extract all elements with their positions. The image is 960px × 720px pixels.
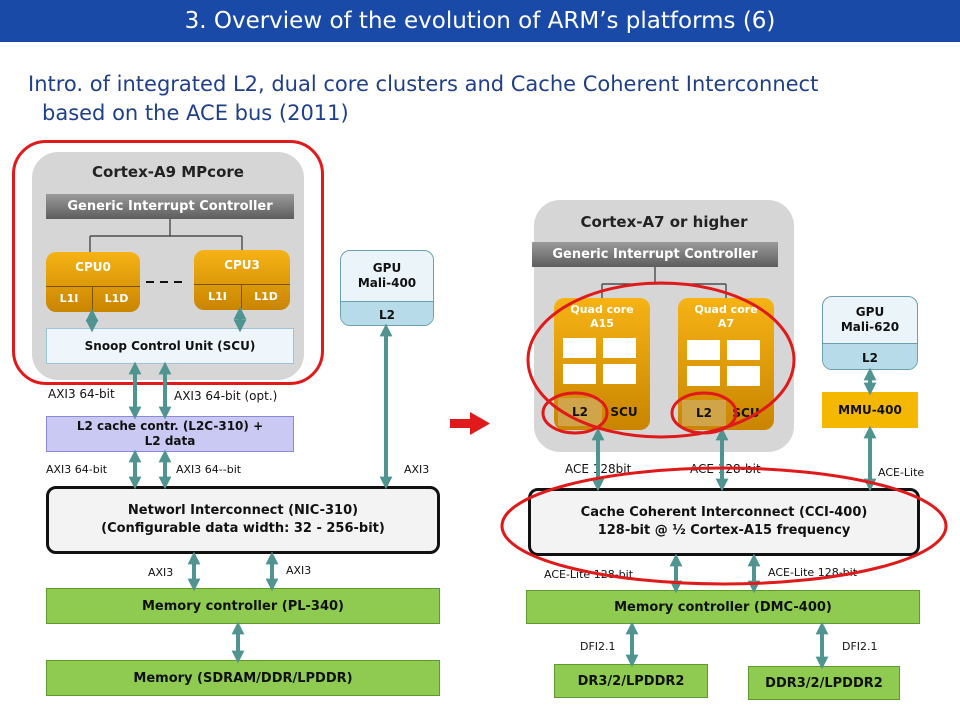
bus-arrows bbox=[85, 306, 877, 670]
label-axi3-64bit-opt: AXI3 64-bit (opt.) bbox=[174, 389, 278, 403]
generic-interrupt-controller-right: Generic Interrupt Controller bbox=[532, 242, 778, 267]
a7-label: Quad core A7 bbox=[678, 300, 774, 334]
a15-label-line-2: A15 bbox=[590, 317, 614, 330]
a7-core-cell bbox=[687, 366, 720, 386]
gpu-mali-400-model: Mali-400 bbox=[357, 276, 417, 290]
intro-line-2: based on the ACE bus (2011) bbox=[42, 101, 349, 125]
intro-text: Intro. of integrated L2, dual core clust… bbox=[28, 70, 948, 128]
a7-label-line-1: Quad core bbox=[694, 303, 758, 316]
label-axi3-64bit-b: AXI3 64-bit bbox=[46, 463, 108, 476]
nic-line-2: (Configurable data width: 32 - 256-bit) bbox=[101, 521, 385, 536]
gpu-mali-620-name: GPU bbox=[855, 305, 885, 319]
gic-tree-left bbox=[89, 219, 243, 252]
a15-core-cell bbox=[603, 364, 636, 384]
slide-title: 3. Overview of the evolution of ARM’s pl… bbox=[0, 0, 960, 42]
memory-controller-pl-340: Memory controller (PL-340) bbox=[46, 588, 440, 624]
label-axi3-gpu: AXI3 bbox=[404, 463, 430, 476]
cortex-a7-title: Cortex-A7 or higher bbox=[580, 213, 748, 231]
memory-controller-dmc-400: Memory controller (DMC-400) bbox=[526, 590, 920, 624]
label-dfi-a: DFI2.1 bbox=[580, 640, 616, 653]
cci-line-2: 128-bit @ ½ Cortex-A15 frequency bbox=[597, 523, 851, 538]
gpu-mali-620-l2: L2 bbox=[823, 343, 917, 369]
cpu3-core bbox=[194, 250, 290, 310]
mmu-400: MMU-400 bbox=[822, 392, 918, 428]
label-dfi-b: DFI2.1 bbox=[842, 640, 878, 653]
gpu-mali-400-name: GPU bbox=[372, 261, 402, 275]
a15-label-line-1: Quad core bbox=[570, 303, 634, 316]
cpu3-l1i: L1I bbox=[194, 284, 242, 308]
cpu0-core bbox=[46, 252, 140, 312]
label-axi3-64bit: AXI3 64-bit bbox=[48, 387, 115, 401]
l2-cache-controller: L2 cache contr. (L2C-310) + L2 data bbox=[46, 416, 294, 452]
intro-line-1: Intro. of integrated L2, dual core clust… bbox=[28, 72, 819, 96]
a15-scu: SCU bbox=[610, 405, 638, 419]
snoop-control-unit: Snoop Control Unit (SCU) bbox=[46, 328, 294, 364]
gpu-mali-620: GPU Mali-620 L2 bbox=[822, 296, 918, 370]
network-interconnect-nic-310: Networl Interconnect (NIC-310) (Configur… bbox=[46, 486, 440, 554]
a15-core-cell bbox=[603, 338, 636, 358]
l2-cache-line-1: L2 cache contr. (L2C-310) + bbox=[76, 419, 264, 433]
a15-label: Quad core A15 bbox=[554, 300, 650, 334]
a7-core-cell bbox=[727, 340, 760, 360]
transition-arrow bbox=[450, 412, 490, 435]
a7-l2: L2 bbox=[682, 400, 726, 426]
highlight-ellipses bbox=[500, 281, 948, 586]
a15-core-cell bbox=[563, 364, 596, 384]
cpu0-label: CPU0 bbox=[75, 260, 111, 274]
label-ace-lite: ACE-Lite bbox=[878, 466, 925, 479]
a7-core-cell bbox=[727, 366, 760, 386]
a7-label-line-2: A7 bbox=[717, 317, 735, 330]
a7-core-cell bbox=[687, 340, 720, 360]
cpu0-l1d: L1D bbox=[93, 286, 140, 310]
cpu3-l1d: L1D bbox=[242, 284, 290, 308]
cpu0-l1i: L1I bbox=[46, 286, 93, 310]
cortex-a9-title: Cortex-A9 MPcore bbox=[92, 163, 244, 181]
label-ace-lite-128bit-a: ACE-Lite 128-bit bbox=[544, 568, 634, 581]
a15-core-cell bbox=[563, 338, 596, 358]
gpu-mali-620-model: Mali-620 bbox=[840, 320, 900, 334]
gpu-mali-400-l2: L2 bbox=[341, 301, 433, 325]
label-axi3-a: AXI3 bbox=[148, 566, 174, 579]
nic-line-1: Networl Interconnect (NIC-310) bbox=[127, 503, 359, 518]
dram-ddr3-lpddr2: DDR3/2/LPDDR2 bbox=[748, 666, 900, 700]
label-axi3-64bit-c: AXI3 64--bit bbox=[176, 463, 242, 476]
l2-cache-line-2: L2 data bbox=[144, 434, 196, 448]
cci-line-1: Cache Coherent Interconnect (CCI-400) bbox=[580, 505, 868, 520]
label-axi3-b: AXI3 bbox=[286, 564, 312, 577]
generic-interrupt-controller-left: Generic Interrupt Controller bbox=[46, 194, 294, 219]
cpu3-label: CPU3 bbox=[224, 258, 260, 272]
cache-coherent-interconnect-cci-400: Cache Coherent Interconnect (CCI-400) 12… bbox=[528, 488, 920, 556]
